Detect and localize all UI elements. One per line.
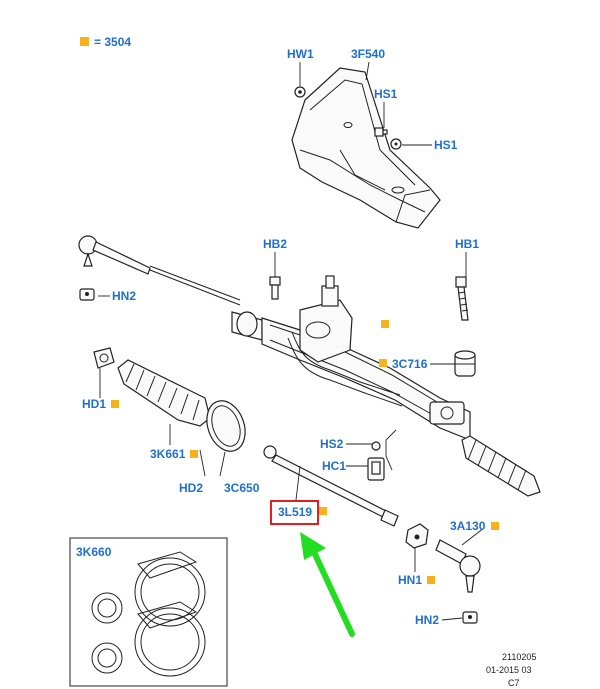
label-hs2: HS2 [320,437,344,451]
label-3c650: 3C650 [224,481,260,495]
label-3c716: 3C716 [392,357,428,371]
orange-markers [111,320,499,584]
boot-3k661 [117,359,211,427]
screw-hs1-a [374,127,388,137]
label-3k660: 3K660 [76,545,112,559]
label-3l519: 3L519 [278,505,312,519]
clamp-3c650 [206,400,246,452]
heat-shield [291,67,441,229]
steering-rack [231,275,541,497]
label-3f540: 3F540 [351,47,385,61]
clip-hc1 [367,457,385,481]
green-arrow [300,532,355,637]
label-3a130: 3A130 [450,519,486,533]
label-hb2: HB2 [263,237,287,251]
label-hs1-a: HS1 [374,87,398,101]
label-hb1: HB1 [455,237,479,251]
label-3k661: 3K661 [150,447,186,461]
nut-hn2-right [462,611,478,624]
left-tie-rod [78,235,241,306]
legend-text: = 3504 [94,35,131,49]
label-hc1: HC1 [322,459,346,473]
bushing-3c716 [454,350,476,377]
hose-detail [385,429,397,471]
highlight-box [270,500,319,525]
screw-hs1-b [390,138,402,150]
leader-lines [98,61,485,621]
footer-line1: 2110205 [502,652,536,662]
tie-rod-end-3a130 [435,539,481,593]
nut-hn1 [405,523,429,549]
footer: 2110205 01-2015 03 C7 [486,652,536,688]
label-hd1: HD1 [82,397,106,411]
screw-hs2 [371,441,381,451]
clip-hd1 [93,347,115,369]
label-hn2-right: HN2 [415,613,439,627]
label-hn2-left: HN2 [112,289,136,303]
label-hw1: HW1 [287,47,314,61]
legend-marker [80,37,89,46]
inset-3k660: 3K660 [69,537,228,687]
label-hn1: HN1 [398,573,422,587]
footer-line3: C7 [508,678,520,688]
bolt-hb1 [455,276,469,321]
nut-hn2-left [79,288,95,301]
legend: = 3504 [80,35,131,49]
footer-line2: 01-2015 03 [486,665,532,675]
label-hd2: HD2 [179,481,203,495]
inner-tie-rod-3l519 [263,445,399,527]
label-hs1-b: HS1 [434,138,458,152]
bolt-hb2 [269,276,281,300]
